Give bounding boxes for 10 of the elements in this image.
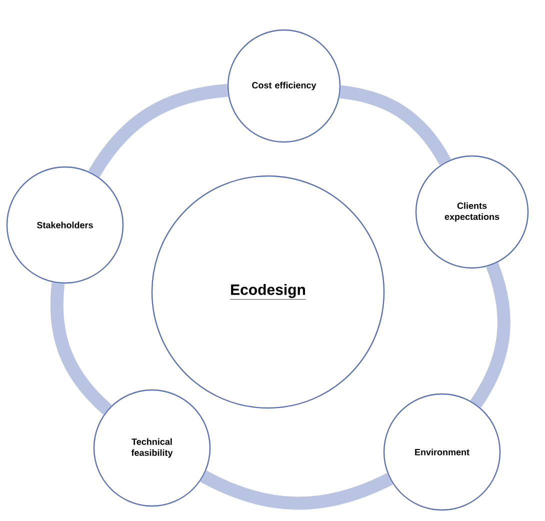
circle-node: Stakeholders xyxy=(6,166,124,284)
ring-arc xyxy=(88,84,228,178)
ring-arc xyxy=(200,470,393,510)
ring-arc xyxy=(470,262,510,408)
circle-node: Environment xyxy=(383,393,501,511)
ring-arc xyxy=(339,85,451,166)
circle-node: Cost efficiency xyxy=(227,29,341,143)
circle-node: Technical feasibility xyxy=(93,389,211,507)
ring-arc xyxy=(50,282,112,415)
circle-node: Clients expectations xyxy=(415,155,529,269)
